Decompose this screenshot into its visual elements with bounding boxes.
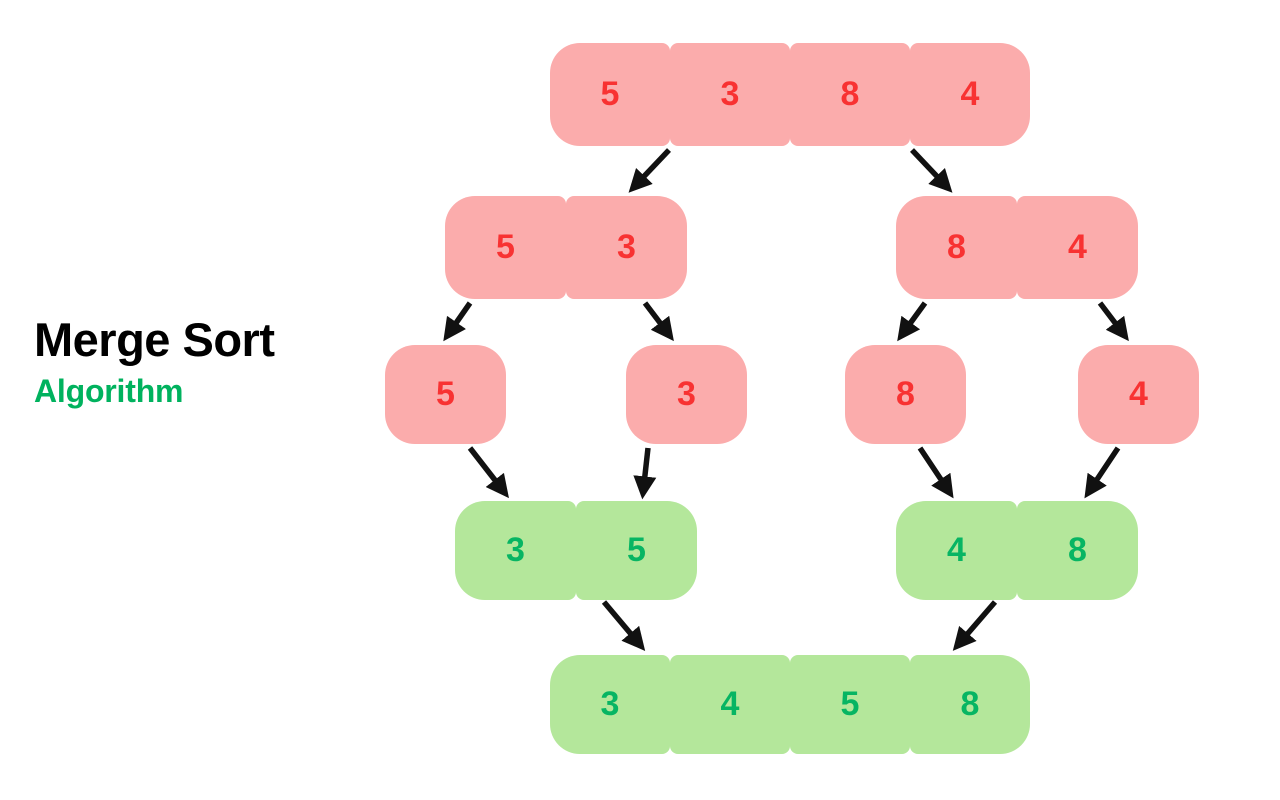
arrow-l1a-to-l2-1 <box>642 301 674 342</box>
cell-l2-0: 5 <box>385 345 506 444</box>
arrow-l1b-to-l2-2 <box>897 301 928 342</box>
cell-l1a-1: 3 <box>566 196 687 299</box>
cell-l3b-1: 8 <box>1017 501 1138 600</box>
cell-l1a-0: 5 <box>445 196 566 299</box>
cell-l4-3: 8 <box>910 655 1030 754</box>
arrow-l1b-to-l2-3 <box>1097 301 1129 342</box>
arrow-l2-3-to-l3b <box>1084 446 1121 499</box>
arrow-l3b-to-l4 <box>952 600 998 651</box>
cell-l3a-1: 5 <box>576 501 697 600</box>
arrow-l3a-to-l4 <box>601 600 646 651</box>
page-title: Merge Sort <box>34 313 275 366</box>
cell-l3b-0: 4 <box>896 501 1017 600</box>
cell-l2-3: 4 <box>1078 345 1199 444</box>
cell-l3a-0: 3 <box>455 501 576 600</box>
arrow-l2-1-to-l3a <box>633 447 657 500</box>
cell-l0-1: 3 <box>670 43 790 146</box>
arrow-l2-2-to-l3b <box>917 446 954 499</box>
arrow-l0-to-l1b <box>910 148 953 193</box>
arrow-l2-0-to-l3a <box>467 446 509 499</box>
cell-l1b-0: 8 <box>896 196 1017 299</box>
cell-l4-2: 5 <box>790 655 910 754</box>
title-block: Merge Sort Algorithm <box>34 316 364 407</box>
cell-l4-1: 4 <box>670 655 790 754</box>
cell-l0-0: 5 <box>550 43 670 146</box>
cell-l0-2: 8 <box>790 43 910 146</box>
arrow-l1a-to-l2-0 <box>443 301 473 342</box>
cell-l2-1: 3 <box>626 345 747 444</box>
cell-l0-3: 4 <box>910 43 1030 146</box>
cell-l2-2: 8 <box>845 345 966 444</box>
arrow-l0-to-l1a <box>628 148 671 193</box>
cell-l1b-1: 4 <box>1017 196 1138 299</box>
cell-l4-0: 3 <box>550 655 670 754</box>
page-subtitle: Algorithm <box>34 373 184 409</box>
